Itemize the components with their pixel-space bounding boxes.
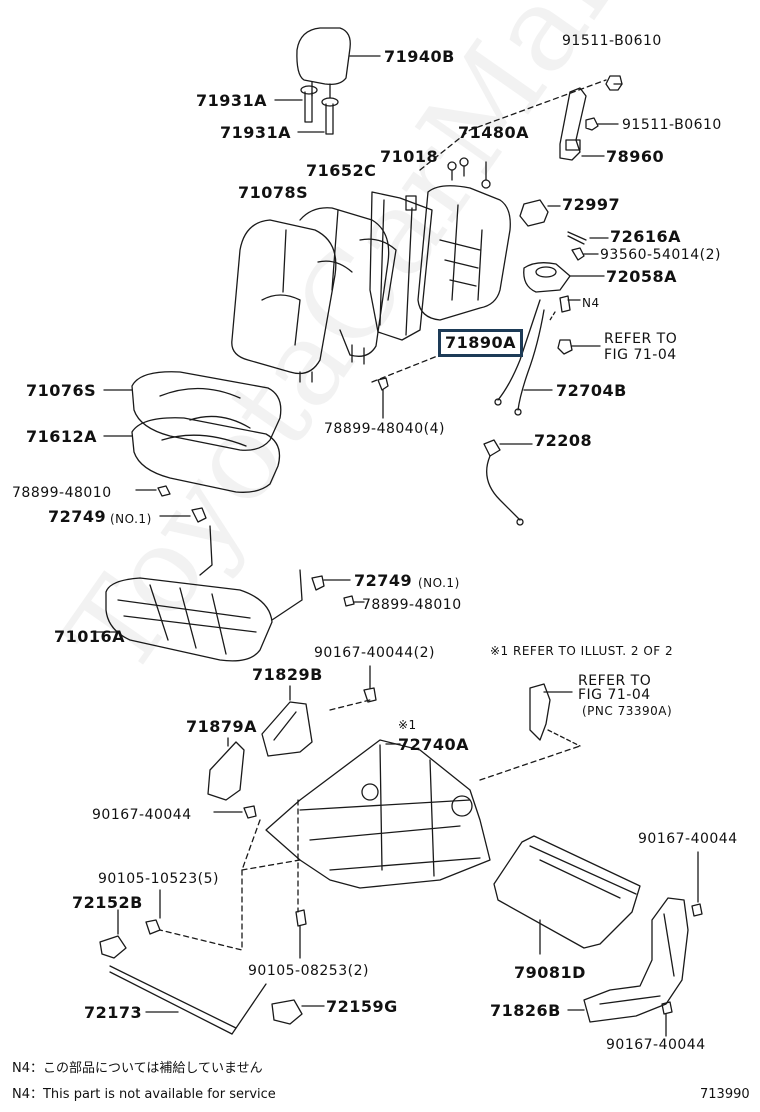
part-label-71078S[interactable]: 71078S xyxy=(238,183,309,202)
part-label-90167-40044-right-lower[interactable]: 90167-40044 xyxy=(606,1037,706,1053)
cable-part-72208 xyxy=(483,439,533,526)
panel-part-79081D xyxy=(493,835,641,955)
screw-parts-top xyxy=(447,157,491,189)
bolt-part-90167-right-upper xyxy=(691,903,703,917)
part-n4 xyxy=(559,295,571,313)
screw-part-90105-08253 xyxy=(295,909,307,927)
part-label-72152B[interactable]: 72152B xyxy=(72,893,143,912)
refer2-label-line3[interactable]: (PNC 73390A) xyxy=(582,704,673,718)
part-label-71076S[interactable]: 71076S xyxy=(26,381,97,400)
refer-label-line1[interactable]: REFER TO xyxy=(604,331,678,347)
cover-part-71829B xyxy=(261,685,313,757)
footnote-japanese: N4：この部品については補給していません xyxy=(12,1061,263,1076)
hook-part-72749-right xyxy=(311,575,325,591)
rod-part-72173 xyxy=(109,965,267,1035)
part-label-71940B[interactable]: 71940B xyxy=(384,47,455,66)
part-label-72740A[interactable]: 72740A xyxy=(398,735,470,754)
bolt-part-90167-right-lower xyxy=(661,1001,673,1015)
screw-part-refer xyxy=(557,339,573,355)
part-label-90105-08253[interactable]: 90105-08253(2) xyxy=(248,963,369,979)
part-label-72749-left-no: (NO.1) xyxy=(110,512,152,526)
part-label-71612A[interactable]: 71612A xyxy=(26,427,98,446)
bolt-part-90167-pair xyxy=(363,687,377,703)
refer2-label-line2[interactable]: FIG 71-04 xyxy=(578,687,651,703)
part-label-93560[interactable]: 93560-54014(2) xyxy=(600,247,721,263)
part-label-71016A[interactable]: 71016A xyxy=(54,627,126,646)
note-mark-1: ※1 xyxy=(398,718,417,732)
seatback-frame-part xyxy=(369,191,433,341)
cover-part-71826B xyxy=(567,897,689,1023)
screw-part-90105-10523 xyxy=(145,919,161,935)
seat-frame-part xyxy=(95,525,303,662)
part-label-71931A-lower[interactable]: 71931A xyxy=(220,123,292,142)
part-label-72616A[interactable]: 72616A xyxy=(610,227,682,246)
note-refer-illust: ※1 REFER TO ILLUST. 2 OF 2 xyxy=(490,644,674,658)
part-label-71931A-upper[interactable]: 71931A xyxy=(196,91,268,110)
headrest-support-parts xyxy=(274,85,339,135)
part-label-78899-48040[interactable]: 78899-48040(4) xyxy=(324,421,445,437)
part-label-72058A[interactable]: 72058A xyxy=(606,267,678,286)
part-label-n4[interactable]: N4 xyxy=(582,296,600,310)
bolt-part-91511-mid xyxy=(585,117,619,131)
part-72997 xyxy=(519,199,561,227)
seatback-board-part xyxy=(417,185,511,321)
bracket-part-78960 xyxy=(559,87,587,161)
footnote-english: N4：This part is not available for servic… xyxy=(12,1087,276,1102)
part-label-72173[interactable]: 72173 xyxy=(84,1003,143,1022)
part-label-90167-40044-pair[interactable]: 90167-40044(2) xyxy=(314,645,435,661)
screw-part-78899-48010-right xyxy=(343,595,355,607)
part-label-71890A-highlighted[interactable]: 71890A xyxy=(438,329,524,357)
part-label-71826B[interactable]: 71826B xyxy=(490,1001,561,1020)
part-label-71829B[interactable]: 71829B xyxy=(252,665,323,684)
cable-part-72704B xyxy=(494,299,553,416)
part-label-72159G[interactable]: 72159G xyxy=(326,997,398,1016)
part-label-78899-48010-right[interactable]: 78899-48010 xyxy=(362,597,462,613)
refer-label-line2[interactable]: FIG 71-04 xyxy=(604,347,677,363)
part-label-71652C[interactable]: 71652C xyxy=(306,161,377,180)
part-72616A xyxy=(567,231,587,245)
screw-part-78899-48040 xyxy=(377,377,389,419)
part-label-72749-left[interactable]: 72749 xyxy=(48,507,107,526)
figure-number: 713990 xyxy=(700,1087,750,1102)
part-label-72749-right-no: (NO.1) xyxy=(418,576,460,590)
part-label-71018[interactable]: 71018 xyxy=(380,147,439,166)
bolt-part-91511-top xyxy=(605,75,623,91)
lever-part-72058A xyxy=(523,262,605,293)
part-label-72997[interactable]: 72997 xyxy=(562,195,621,214)
part-label-91511-mid[interactable]: 91511-B0610 xyxy=(622,117,722,133)
part-label-72704B[interactable]: 72704B xyxy=(556,381,627,400)
part-label-78899-48010-left[interactable]: 78899-48010 xyxy=(12,485,112,501)
clip-part-78899-48010 xyxy=(157,485,171,497)
refer2-label-line1[interactable]: REFER TO xyxy=(578,673,652,689)
seat-pad-part xyxy=(103,417,281,493)
part-label-79081D[interactable]: 79081D xyxy=(514,963,586,982)
cap-part-72159G xyxy=(271,999,303,1025)
part-label-72208[interactable]: 72208 xyxy=(534,431,593,450)
headrest-part xyxy=(296,27,381,99)
part-label-72749-right[interactable]: 72749 xyxy=(354,571,413,590)
part-label-90105-10523[interactable]: 90105-10523(5) xyxy=(98,871,219,887)
screw-part-93560 xyxy=(571,247,585,261)
seat-track-part xyxy=(265,739,491,889)
refer-part-73390A xyxy=(479,683,581,781)
hook-part-72749-left xyxy=(191,507,207,523)
seatback-pad-part xyxy=(299,207,397,365)
bolt-part-90167-left xyxy=(243,805,257,819)
bracket-part-71879A xyxy=(207,737,245,801)
part-label-90167-40044-left[interactable]: 90167-40044 xyxy=(92,807,192,823)
part-label-71879A[interactable]: 71879A xyxy=(186,717,258,736)
seat-cushion-part xyxy=(103,371,282,451)
part-label-91511-top[interactable]: 91511-B0610 xyxy=(562,33,662,49)
seatback-cushion-part xyxy=(231,219,353,383)
part-label-71480A[interactable]: 71480A xyxy=(458,123,530,142)
cap-part-72152B xyxy=(99,935,127,959)
part-label-78960[interactable]: 78960 xyxy=(606,147,665,166)
part-label-90167-40044-right-upper[interactable]: 90167-40044 xyxy=(638,831,738,847)
